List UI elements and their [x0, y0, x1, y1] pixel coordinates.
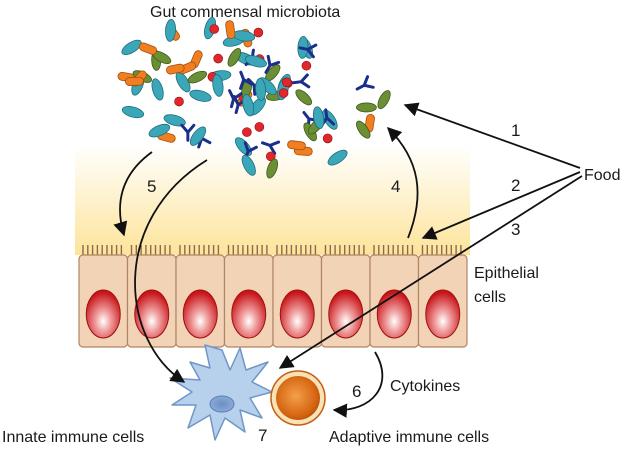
- bacterium-teal: [244, 55, 267, 68]
- epithelial-cell: [223, 245, 274, 348]
- epithelial-label-line2: cells: [474, 289, 506, 306]
- bacterium-red: [281, 77, 292, 88]
- bacterium-teal: [163, 114, 186, 127]
- epithelial-nucleus: [231, 289, 267, 339]
- epithelial-nucleus: [376, 289, 412, 339]
- bacterium-red: [253, 27, 264, 38]
- antibody-y: [264, 54, 281, 74]
- innate-nucleus: [209, 395, 235, 413]
- epithelial-cell: [126, 245, 177, 348]
- antibody-y: [291, 73, 311, 89]
- antibody-y: [298, 43, 318, 59]
- bacterium-green: [295, 89, 313, 106]
- microbiota-label: Gut commensal microbiota: [150, 4, 340, 21]
- cytokines-label: Cytokines: [390, 378, 460, 395]
- bacterium-red: [242, 127, 252, 137]
- epithelial-nucleus: [328, 289, 364, 339]
- antibody-y: [239, 70, 254, 90]
- bacterium-orange: [138, 42, 158, 55]
- bacterium-teal: [312, 106, 325, 129]
- epithelial-nucleus: [134, 289, 170, 339]
- arrow-6: [332, 351, 384, 418]
- number-2: 2: [511, 176, 520, 195]
- arrow-4: [386, 126, 419, 239]
- arrow-5b: [134, 159, 208, 383]
- arrow-5: [113, 151, 153, 237]
- epithelial-cell: [417, 245, 468, 348]
- microbiota-cluster: [117, 17, 391, 179]
- bacterium-teal: [241, 154, 256, 176]
- bacterium-teal: [242, 94, 255, 117]
- bacterium-orange: [287, 140, 306, 151]
- bacterium-teal: [327, 149, 348, 166]
- bacterium-red: [213, 53, 223, 64]
- number-3: 3: [511, 220, 520, 239]
- bacterium-teal: [121, 39, 142, 56]
- bacterium-orange: [225, 20, 236, 39]
- bacterium-green: [227, 48, 242, 67]
- bacterium-orange: [125, 76, 144, 86]
- number-4: 4: [391, 177, 400, 196]
- epithelial-nucleus: [85, 289, 121, 339]
- bacterium-green: [187, 70, 208, 84]
- epithelial-nucleus: [182, 289, 218, 339]
- food-label: Food: [584, 167, 620, 184]
- bacterium-teal: [212, 74, 224, 97]
- bacterium-teal: [151, 78, 164, 101]
- adaptive-immune-cell: [270, 370, 326, 426]
- arrows: [113, 102, 583, 418]
- arrow-2: [421, 171, 581, 240]
- bacterium-green: [377, 90, 391, 110]
- bacterium-teal: [189, 126, 207, 146]
- adaptive-label: Adaptive immune cells: [329, 429, 489, 446]
- innate-label: Innate immune cells: [2, 429, 144, 446]
- bacterium-teal: [165, 19, 176, 42]
- bacterium-green: [356, 120, 371, 139]
- antibody-y: [355, 75, 375, 91]
- number-7: 7: [258, 426, 267, 445]
- number-5: 5: [147, 177, 156, 196]
- epithelial-nucleus: [279, 289, 315, 339]
- number-1: 1: [511, 121, 520, 140]
- bacterium-red: [278, 88, 289, 98]
- bacterium-teal: [189, 89, 212, 102]
- arrow-3: [278, 175, 583, 369]
- bacterium-green: [266, 158, 279, 179]
- antibody-y: [228, 89, 243, 109]
- bacterium-orange: [166, 63, 185, 75]
- bacterium-red: [254, 122, 265, 132]
- number-6: 6: [352, 382, 361, 401]
- epithelial-cell: [272, 245, 323, 348]
- bacterium-red: [209, 24, 220, 34]
- arrow-1: [403, 102, 581, 169]
- epithelial-cell: [320, 245, 371, 348]
- bacterium-green: [356, 102, 377, 113]
- epithelial-layer: [78, 245, 468, 348]
- bacterium-red: [265, 151, 276, 162]
- antibody-y: [260, 140, 281, 155]
- epithelial-nucleus: [425, 289, 461, 339]
- epithelial-cell: [78, 245, 129, 348]
- epithelial-label-line1: Epithelial: [474, 265, 539, 282]
- epithelial-cell: [369, 245, 420, 348]
- bacterium-red: [322, 133, 333, 144]
- bacterium-teal: [255, 78, 267, 101]
- bacterium-teal: [148, 123, 171, 138]
- epithelial-cell: [175, 245, 226, 348]
- bacterium-red: [174, 96, 184, 107]
- bacterium-red: [301, 60, 312, 71]
- innate-immune-cell: [169, 344, 273, 441]
- bacterium-teal: [121, 106, 145, 119]
- antibody-y: [180, 123, 196, 142]
